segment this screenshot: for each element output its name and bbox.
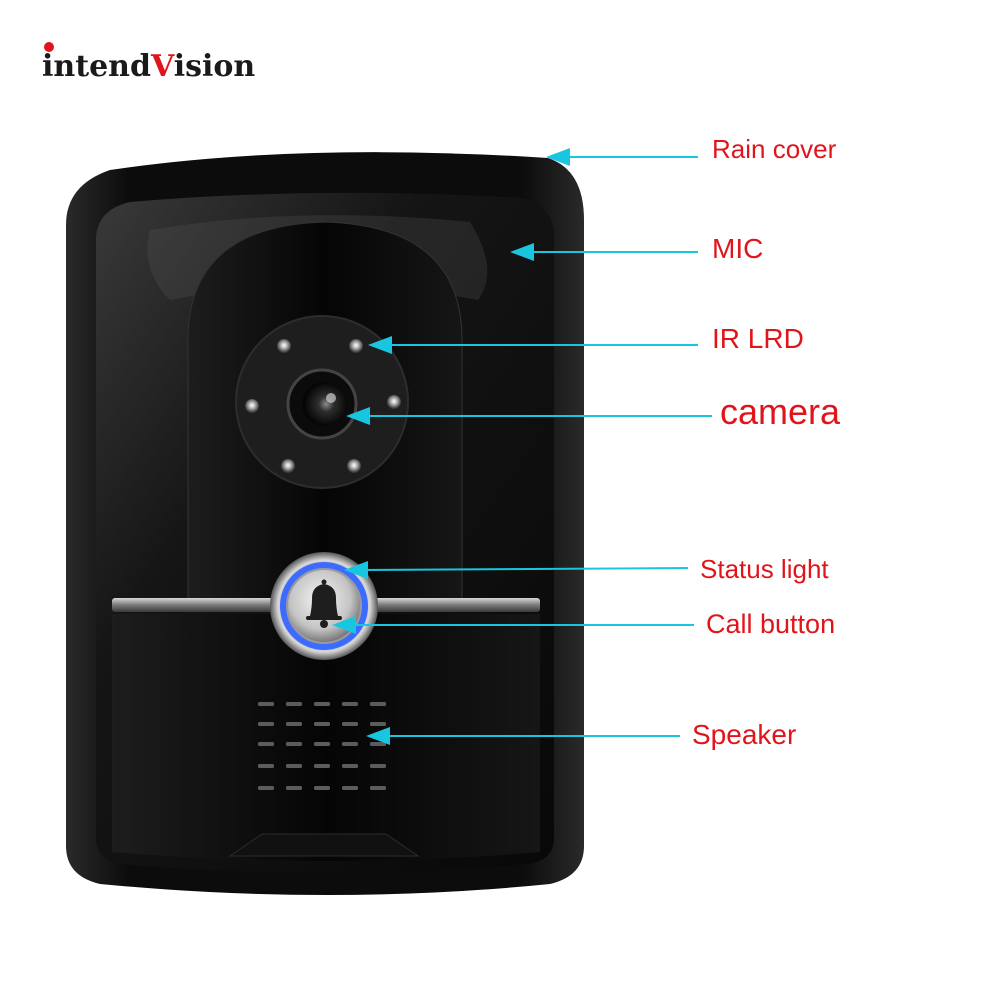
camera-lens-glint	[326, 393, 336, 403]
camera-lens-icon	[302, 382, 346, 426]
leader-ir-led	[368, 336, 698, 354]
ir-led-icon	[245, 399, 259, 413]
status-light-ring	[280, 562, 368, 650]
label-call-button: Call button	[706, 609, 835, 639]
callout-labels: Rain cover MIC IR LRD camera Status ligh…	[692, 134, 841, 750]
faceplate-lower	[112, 614, 540, 861]
label-ir-led: IR LRD	[712, 323, 804, 354]
label-rain-cover: Rain cover	[712, 134, 837, 164]
label-camera: camera	[720, 391, 841, 432]
logo-red-dot	[44, 42, 54, 52]
faceplate-notch	[228, 833, 420, 857]
label-mic: MIC	[712, 233, 763, 264]
callout-lines	[332, 148, 712, 745]
speaker-grille	[258, 702, 386, 790]
leader-speaker	[366, 727, 680, 745]
leader-camera	[346, 407, 712, 425]
ir-led-icon	[387, 395, 401, 409]
ir-led-group	[245, 339, 401, 473]
ir-led-icon	[277, 339, 291, 353]
logo-text: intendVision	[42, 49, 255, 84]
leader-call-button	[332, 616, 694, 634]
door-station	[66, 152, 584, 895]
ir-led-icon	[347, 459, 361, 473]
leader-rain-cover	[546, 148, 698, 166]
label-speaker: Speaker	[692, 719, 796, 750]
leader-mic	[510, 243, 698, 261]
bell-icon	[306, 579, 342, 628]
ir-led-icon	[349, 339, 363, 353]
leader-status-light	[344, 561, 689, 579]
brand-logo: intendVision	[42, 42, 255, 84]
ir-led-icon	[281, 459, 295, 473]
label-status-light: Status light	[700, 554, 829, 584]
